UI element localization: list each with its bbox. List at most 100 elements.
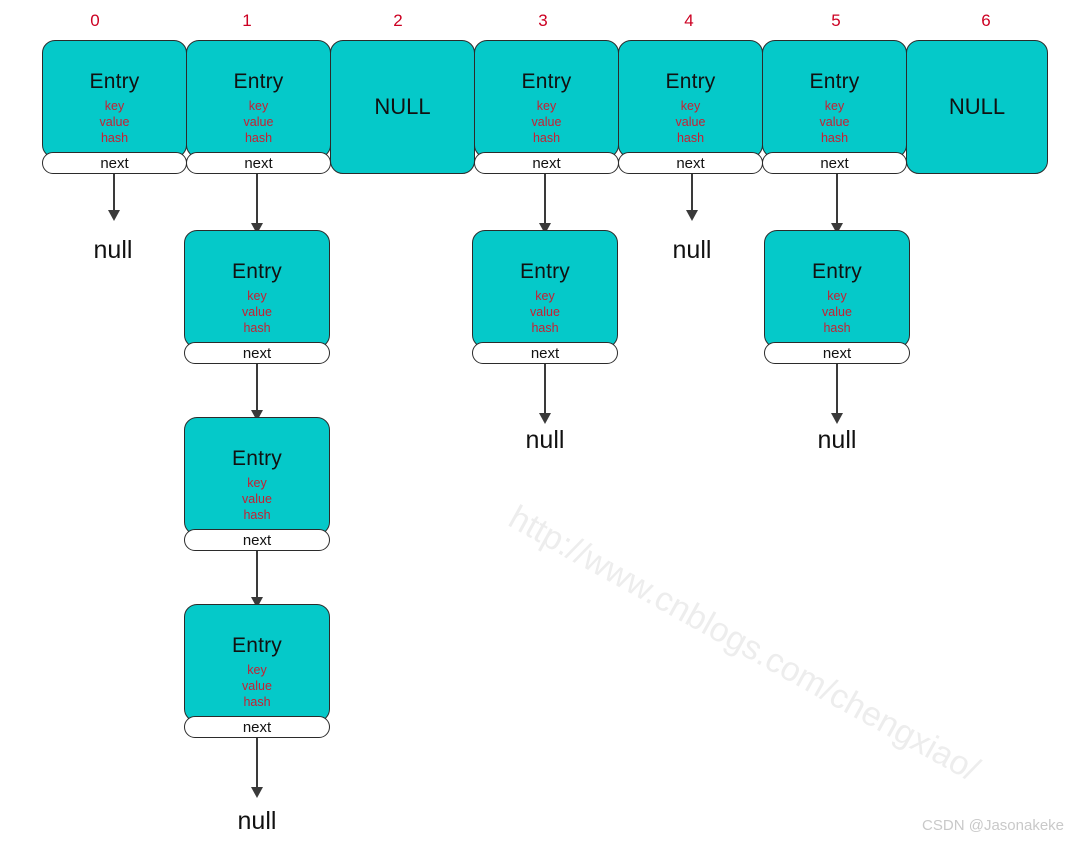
terminator-null-bucket1: null	[237, 807, 277, 835]
field-key: key	[680, 99, 701, 113]
bucket-4[interactable]: Entry key value hash next	[618, 40, 763, 174]
field-value: value	[675, 115, 706, 129]
chain-node-c1n1-next-pointer[interactable]: next	[184, 342, 330, 364]
chain-node-c1n3-next-pointer[interactable]: next	[184, 716, 330, 738]
field-key: key	[824, 99, 845, 113]
field-hash: hash	[244, 131, 273, 145]
field-hash: hash	[532, 131, 561, 145]
field-key: key	[248, 99, 269, 113]
bucket-index-6: 6	[981, 11, 991, 30]
chain-node-c1n1-fields: key value hash	[185, 288, 329, 336]
bucket-0-fields: key value hash	[43, 98, 186, 146]
field-key: key	[247, 289, 267, 303]
field-hash: hash	[531, 321, 559, 335]
csdn-credit: CSDN @Jasonakeke	[922, 817, 1064, 834]
field-key: key	[104, 99, 125, 113]
bucket-1-next-pointer[interactable]: next	[186, 152, 331, 174]
bucket-4-next-pointer[interactable]: next	[618, 152, 763, 174]
bucket-array: Entry key value hash next Entry key valu…	[42, 40, 1048, 174]
chain-node-c1n2-fields: key value hash	[185, 475, 329, 523]
chain-node-c3n1[interactable]: Entry key value hash next	[472, 230, 618, 364]
terminator-null-bucket3: null	[525, 426, 565, 454]
chain-node-c3n1-body: Entry key value hash	[472, 230, 618, 348]
field-value: value	[531, 115, 562, 129]
bucket-6-null-label: NULL	[948, 94, 1006, 119]
bucket-0-next-pointer[interactable]: next	[42, 152, 187, 174]
bucket-3-title: Entry	[521, 70, 572, 93]
chain-node-c1n1[interactable]: Entry key value hash next	[184, 230, 330, 364]
field-hash: hash	[243, 508, 271, 522]
bucket-5-body: Entry key value hash	[762, 40, 907, 158]
watermark-url: http://www.cnblogs.com/chengxiao/	[502, 498, 986, 789]
bucket-4-fields: key value hash	[619, 98, 762, 146]
bucket-index-4: 4	[684, 11, 694, 30]
chain-node-c5n1-title: Entry	[811, 260, 862, 283]
field-value: value	[99, 115, 130, 129]
chain-node-c1n2-title: Entry	[231, 447, 282, 470]
chain-node-c1n1-title: Entry	[231, 260, 282, 283]
bucket-5-title: Entry	[809, 70, 860, 93]
chain-node-c1n2-next-pointer[interactable]: next	[184, 529, 330, 551]
chain-node-c5n1[interactable]: Entry key value hash next	[764, 230, 910, 364]
bucket-index-5: 5	[831, 11, 841, 30]
field-key: key	[536, 99, 557, 113]
chain-node-c5n1-body: Entry key value hash	[764, 230, 910, 348]
bucket-0[interactable]: Entry key value hash next	[42, 40, 187, 174]
chain-node-c5n1-next-pointer[interactable]: next	[764, 342, 910, 364]
field-hash: hash	[100, 131, 129, 145]
bucket-1-fields: key value hash	[187, 98, 330, 146]
bucket-6-body: NULL	[906, 40, 1048, 174]
field-value: value	[822, 305, 852, 319]
bucket-4-title: Entry	[665, 70, 716, 93]
chain-node-c3n1-next-pointer[interactable]: next	[472, 342, 618, 364]
bucket-1-body: Entry key value hash	[186, 40, 331, 158]
field-hash: hash	[243, 321, 271, 335]
chain-node-c1n3-title: Entry	[231, 634, 282, 657]
field-hash: hash	[823, 321, 851, 335]
field-value: value	[530, 305, 560, 319]
terminator-null-bucket0: null	[93, 236, 133, 264]
bucket-2-null-label: NULL	[374, 94, 431, 119]
bucket-5-fields: key value hash	[763, 98, 906, 146]
field-hash: hash	[243, 695, 271, 709]
bucket-index-0: 0	[90, 11, 100, 30]
terminator-null-bucket5: null	[817, 426, 857, 454]
field-key: key	[535, 289, 555, 303]
field-key: key	[247, 663, 267, 677]
field-hash: hash	[676, 131, 705, 145]
bucket-6[interactable]: NULL	[906, 40, 1048, 174]
chain-node-c1n3-body: Entry key value hash	[184, 604, 330, 722]
bucket-2-body: NULL	[330, 40, 475, 174]
chain-node-c1n2[interactable]: Entry key value hash next	[184, 417, 330, 551]
bucket-index-2: 2	[393, 11, 403, 30]
bucket-4-body: Entry key value hash	[618, 40, 763, 158]
chain-node-c1n3-fields: key value hash	[185, 662, 329, 710]
bucket-1[interactable]: Entry key value hash next	[186, 40, 331, 174]
bucket-3[interactable]: Entry key value hash next	[474, 40, 619, 174]
chain-node-c3n1-title: Entry	[519, 260, 570, 283]
chain-node-c1n3[interactable]: Entry key value hash next	[184, 604, 330, 738]
field-value: value	[243, 115, 274, 129]
bucket-0-body: Entry key value hash	[42, 40, 187, 158]
bucket-3-next-pointer[interactable]: next	[474, 152, 619, 174]
terminator-null-bucket4: null	[672, 236, 712, 264]
bucket-5[interactable]: Entry key value hash next	[762, 40, 907, 174]
bucket-2[interactable]: NULL	[330, 40, 475, 174]
bucket-0-title: Entry	[89, 70, 140, 93]
field-key: key	[827, 289, 847, 303]
field-hash: hash	[820, 131, 849, 145]
bucket-3-fields: key value hash	[475, 98, 618, 146]
field-key: key	[247, 476, 267, 490]
chain-node-c1n1-body: Entry key value hash	[184, 230, 330, 348]
bucket-index-3: 3	[538, 11, 548, 30]
bucket-5-next-pointer[interactable]: next	[762, 152, 907, 174]
bucket-3-body: Entry key value hash	[474, 40, 619, 158]
bucket-1-title: Entry	[233, 70, 284, 93]
chain-node-c3n1-fields: key value hash	[473, 288, 617, 336]
bucket-index-1: 1	[242, 11, 252, 30]
field-value: value	[242, 305, 272, 319]
field-value: value	[242, 679, 272, 693]
chain-node-c1n2-body: Entry key value hash	[184, 417, 330, 535]
field-value: value	[819, 115, 850, 129]
